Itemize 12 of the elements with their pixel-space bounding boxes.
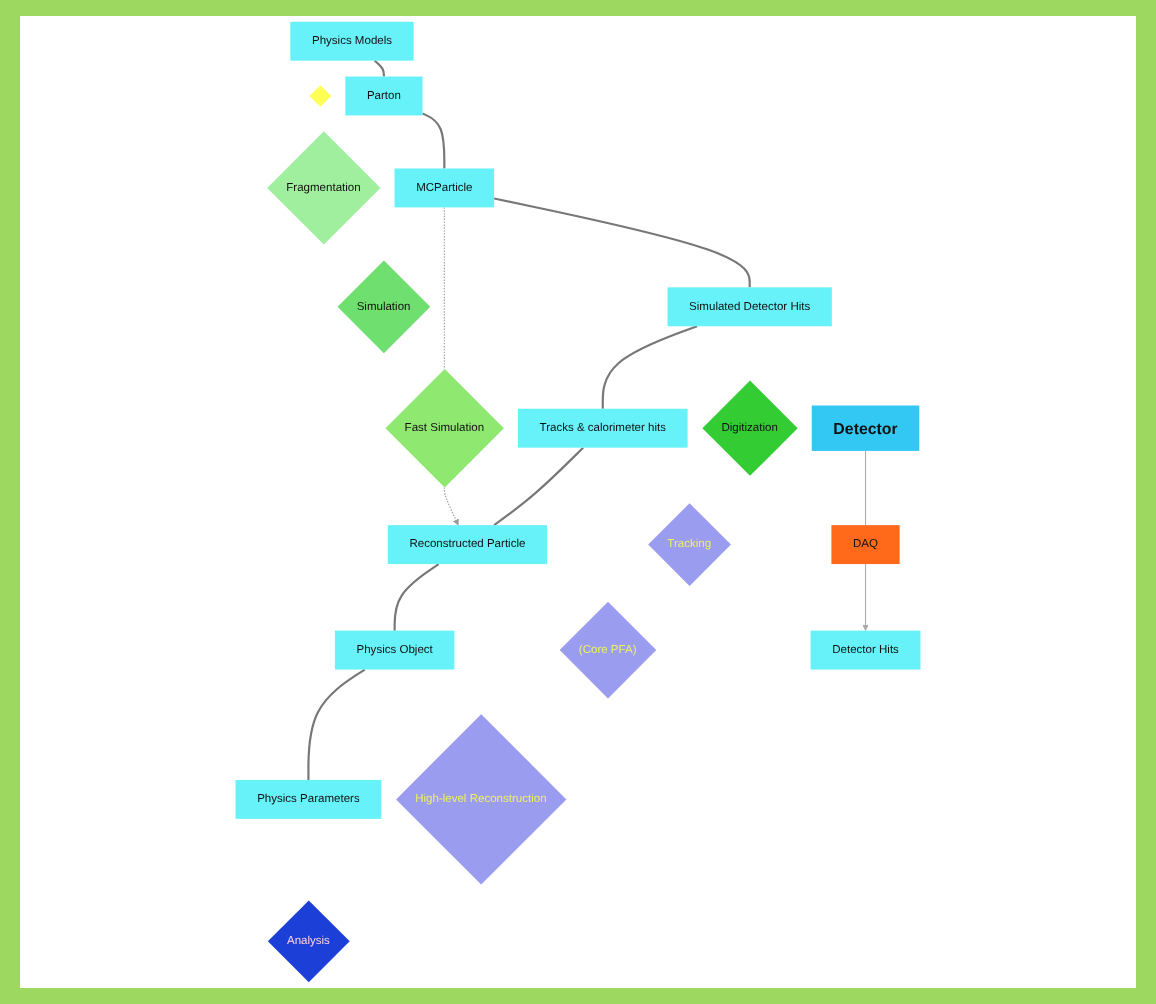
connector [865,450,867,526]
connector [601,325,698,409]
arrow [862,563,869,631]
connector [493,197,751,288]
connector [493,446,584,526]
connector [443,206,445,370]
connector [393,563,440,631]
connector [422,112,446,169]
arrow [443,486,459,526]
node-diamond [309,85,332,107]
connector [307,668,366,780]
connector [373,59,385,77]
